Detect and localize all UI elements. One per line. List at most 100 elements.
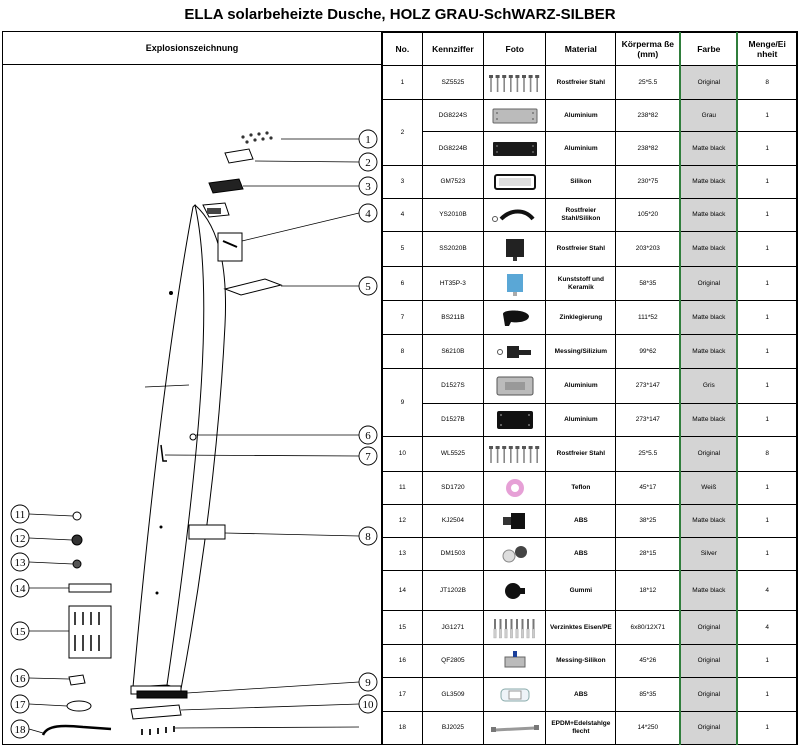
callout-12: 12 (10, 528, 30, 548)
cell-size: 238*82 (615, 99, 681, 132)
callout-4: 4 (358, 203, 378, 223)
plug-icon (485, 577, 544, 605)
header-photo: Foto (483, 32, 547, 66)
cell-code: D1527S (421, 368, 485, 404)
cell-color: Gris (679, 368, 739, 404)
cell-code: QF2805 (421, 644, 485, 678)
cell-size: 58*35 (615, 266, 681, 301)
cell-no: 10 (382, 436, 423, 472)
cell-code: WL5525 (421, 436, 485, 472)
cell-no: 6 (382, 266, 423, 301)
callout-label: 14 (15, 583, 27, 595)
cell-no: 4 (382, 198, 423, 232)
cell-code: JT1202B (421, 570, 485, 611)
cell-material: Kunststoff und Keramik (545, 266, 617, 301)
filter-icon (485, 681, 544, 709)
cell-color: Matte black (679, 198, 739, 232)
plate-black-icon (485, 135, 544, 163)
callout-label: 16 (15, 673, 27, 685)
cell-no: 15 (382, 610, 423, 645)
screws-icon (485, 69, 544, 97)
callout-label: 10 (363, 699, 375, 711)
callout-label: 9 (365, 677, 371, 689)
cell-qty: 1 (736, 368, 798, 404)
cell-material: Messing-Silikon (545, 644, 617, 678)
cell-material: Zinklegierung (545, 300, 617, 335)
cell-size: 85*35 (615, 677, 681, 712)
cell-photo (483, 334, 547, 369)
cell-color: Matte black (679, 403, 739, 437)
cell-material: Teflon (545, 471, 617, 505)
cell-code: GL3509 (421, 677, 485, 712)
cell-qty: 1 (736, 504, 798, 538)
cover-black-icon (485, 406, 544, 434)
callout-label: 1 (365, 134, 371, 146)
callout-8: 8 (358, 526, 378, 546)
cell-size: 230*75 (615, 165, 681, 199)
cell-qty: 1 (736, 131, 798, 166)
parts-sheet: Explosionszeichnung (2, 31, 798, 745)
cell-size: 238*82 (615, 131, 681, 166)
cell-code: HT35P-3 (421, 266, 485, 301)
arm-icon (485, 201, 544, 229)
cell-qty: 8 (736, 436, 798, 472)
cell-qty: 1 (736, 403, 798, 437)
callout-3: 3 (358, 176, 378, 196)
cell-photo (483, 711, 547, 745)
cell-code: SS2020B (421, 231, 485, 267)
header-color: Farbe (679, 32, 739, 66)
cell-photo (483, 131, 547, 166)
cell-qty: 1 (736, 471, 798, 505)
cell-color: Original (679, 644, 739, 678)
cell-no: 9 (382, 368, 423, 437)
cell-code: KJ2504 (421, 504, 485, 538)
cell-no: 13 (382, 537, 423, 571)
cell-material: Aluminium (545, 131, 617, 166)
cartridge-icon (485, 270, 544, 298)
callout-label: 7 (365, 451, 371, 463)
shower-column (132, 204, 205, 688)
cell-material: Aluminium (545, 403, 617, 437)
parts-table: No. Kennziffer Foto Material Körperma ße… (382, 32, 798, 745)
cell-qty: 1 (736, 300, 798, 335)
cell-no: 3 (382, 165, 423, 199)
callout-label: 5 (365, 281, 371, 293)
tap-icon (485, 338, 544, 366)
cell-color: Original (679, 677, 739, 712)
screws-icon (485, 440, 544, 468)
cell-color: Matte black (679, 504, 739, 538)
cell-material: Rostfreier Stahl (545, 436, 617, 472)
cell-photo (483, 504, 547, 538)
cell-material: EPDM+Edelstahlge flecht (545, 711, 617, 745)
cell-qty: 1 (736, 644, 798, 678)
cell-size: 111*52 (615, 300, 681, 335)
cell-material: Messing/Silizium (545, 334, 617, 369)
handle-icon (485, 304, 544, 332)
cell-photo (483, 537, 547, 571)
cell-size: 105*20 (615, 198, 681, 232)
cell-size: 28*15 (615, 537, 681, 571)
callout-7: 7 (358, 446, 378, 466)
cell-material: Silikon (545, 165, 617, 199)
callout-9: 9 (358, 672, 378, 692)
cell-no: 12 (382, 504, 423, 538)
cell-no: 5 (382, 231, 423, 267)
cell-photo (483, 677, 547, 712)
cell-code: BJ2025 (421, 711, 485, 745)
cell-qty: 8 (736, 65, 798, 100)
